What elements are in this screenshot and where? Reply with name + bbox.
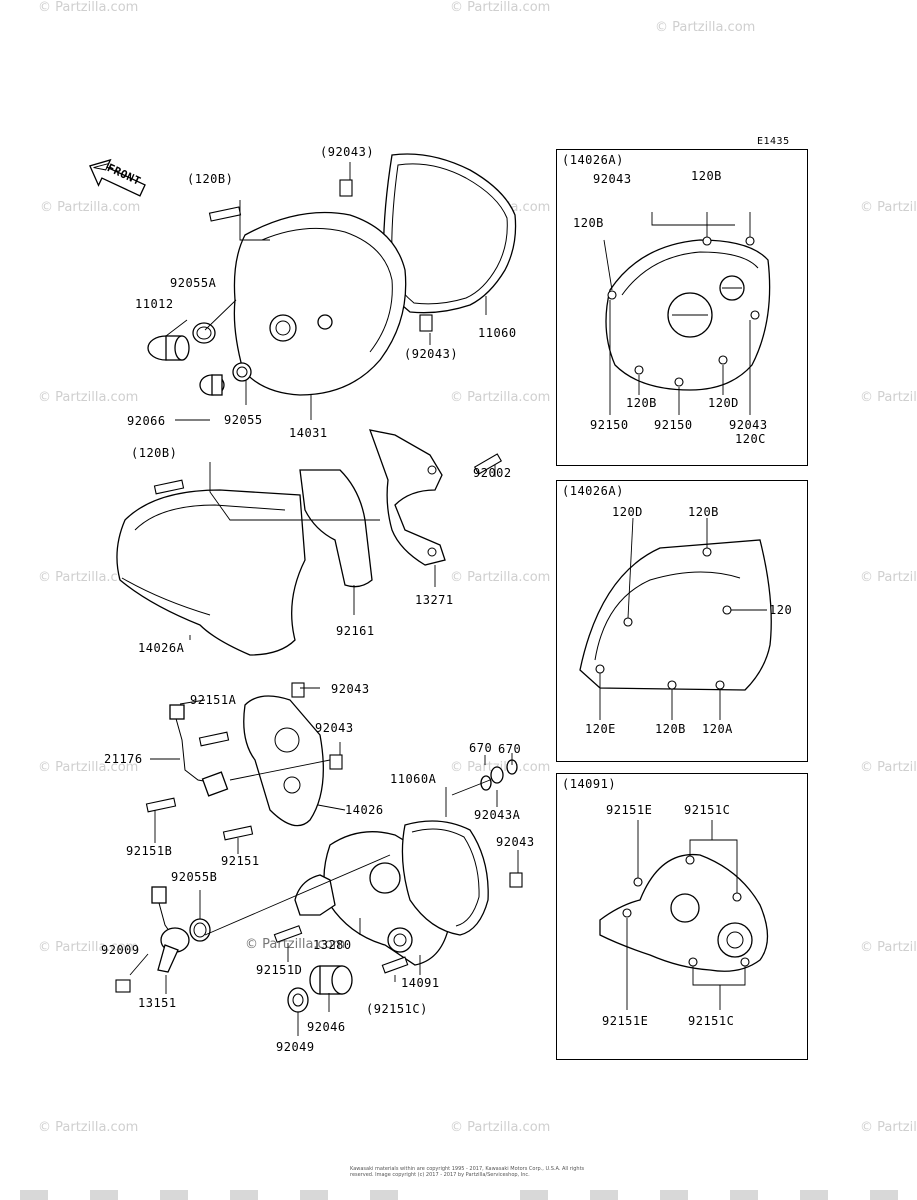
watermark: © Partzilla.com xyxy=(38,1120,139,1135)
part-label: (92043) xyxy=(320,145,375,159)
inset-title: (14026A) xyxy=(562,153,624,167)
bracket-13271 xyxy=(368,429,446,566)
watermark: © Partzilla.com xyxy=(40,200,141,215)
watermark: © Partzilla.com xyxy=(38,0,139,15)
part-label: (92043) xyxy=(404,347,459,361)
inset-panel-14091 xyxy=(556,773,808,1060)
plate-14026 xyxy=(243,695,324,827)
watermark: © Partzilla.com xyxy=(450,390,551,405)
copyright-footer: Kawasaki materials within are copyright … xyxy=(350,1166,585,1178)
part-label: 13151 xyxy=(138,996,177,1010)
part-label: 92151 xyxy=(221,854,260,868)
part-label: 92043 xyxy=(331,682,370,696)
watermark: © Partzilla.com xyxy=(450,570,551,585)
part-label: 120D xyxy=(612,505,643,519)
part-label: 92151B xyxy=(126,844,173,858)
part-label: (120B) xyxy=(131,446,178,460)
inset-panel-14026A-middle xyxy=(556,480,808,762)
part-label: 21176 xyxy=(104,752,143,766)
part-label: 92043A xyxy=(474,808,521,822)
sensor-13151 xyxy=(151,886,190,973)
part-label: 92151C xyxy=(684,803,731,817)
part-label: 670 xyxy=(469,741,493,755)
part-label: 92066 xyxy=(127,414,166,428)
part-label: 120B xyxy=(688,505,719,519)
part-label: 92055B xyxy=(171,870,218,884)
part-label: 92161 xyxy=(336,624,375,638)
watermark: © Partzilla.com xyxy=(860,200,917,215)
inset-title: (14026A) xyxy=(562,484,624,498)
part-label: 120E xyxy=(585,722,616,736)
watermark: © Partzilla.com xyxy=(38,760,139,775)
part-label: 11012 xyxy=(135,297,174,311)
part-label: 120C xyxy=(735,432,766,446)
watermark: © Partzilla.com xyxy=(655,20,756,35)
part-label: 13271 xyxy=(415,593,454,607)
cap-11012 xyxy=(147,335,190,361)
part-label: 92046 xyxy=(307,1020,346,1034)
part-label: 120A xyxy=(702,722,733,736)
inset-title: (14091) xyxy=(562,777,617,791)
part-label: 92055 xyxy=(224,413,263,427)
watermark: © Partzilla.com xyxy=(245,937,346,952)
part-label: 92055A xyxy=(170,276,217,290)
part-label: 92150 xyxy=(654,418,693,432)
part-label: 120B xyxy=(626,396,657,410)
watermark: © Partzilla.com xyxy=(450,1120,551,1135)
part-label: 14031 xyxy=(289,426,328,440)
part-label: 120B xyxy=(573,216,604,230)
part-label: 92049 xyxy=(276,1040,315,1054)
part-label: 670 xyxy=(498,742,522,756)
front-arrow-icon xyxy=(89,158,146,197)
part-label: 120 xyxy=(769,603,793,617)
part-label: (92151C) xyxy=(366,1002,428,1016)
part-label: 92151E xyxy=(602,1014,649,1028)
watermark: © Partzilla.com xyxy=(450,0,551,15)
watermark: © Partzilla.com xyxy=(860,570,917,585)
watermark: © Partzilla.com xyxy=(860,1120,917,1135)
part-label: 92151E xyxy=(606,803,653,817)
part-label: 92002 xyxy=(473,466,512,480)
part-label: 92043 xyxy=(315,721,354,735)
part-label: 92043 xyxy=(593,172,632,186)
part-label: 11060 xyxy=(478,326,517,340)
gasket-11060A xyxy=(401,820,489,936)
part-label: 92043 xyxy=(729,418,768,432)
part-label: 92151A xyxy=(190,693,237,707)
part-label: 120B xyxy=(691,169,722,183)
watermark: © Partzilla.com xyxy=(860,940,917,955)
part-label: 92151D xyxy=(256,963,303,977)
sensor-wire-21176 xyxy=(174,714,216,784)
gasket-92161 xyxy=(299,469,373,588)
inset-panel-14026A-top xyxy=(556,149,808,466)
part-label: 14026A xyxy=(138,641,185,655)
bracket-13280 xyxy=(294,874,336,916)
watermark: © Partzilla.com xyxy=(38,940,139,955)
part-label: 92151C xyxy=(688,1014,735,1028)
part-label: 120B xyxy=(655,722,686,736)
watermark: © Partzilla.com xyxy=(860,390,917,405)
bottom-strip xyxy=(0,1190,917,1200)
part-label: 120D xyxy=(708,396,739,410)
cover-14031 xyxy=(233,211,407,396)
part-label: 11060A xyxy=(390,772,437,786)
part-label: 14026 xyxy=(345,803,384,817)
inset2-cover-14026A xyxy=(579,539,772,691)
diagram-code: E1435 xyxy=(757,136,790,147)
part-label: 92150 xyxy=(590,418,629,432)
cover-14026A xyxy=(116,489,306,656)
part-label: (120B) xyxy=(187,172,234,186)
part-label: 14091 xyxy=(401,976,440,990)
part-label: 13280 xyxy=(313,938,352,952)
part-label: 92043 xyxy=(496,835,535,849)
part-label: 92009 xyxy=(101,943,140,957)
watermark: © Partzilla.com xyxy=(38,390,139,405)
watermark: © Partzilla.com xyxy=(860,760,917,775)
watermark: © Partzilla.com xyxy=(38,570,139,585)
